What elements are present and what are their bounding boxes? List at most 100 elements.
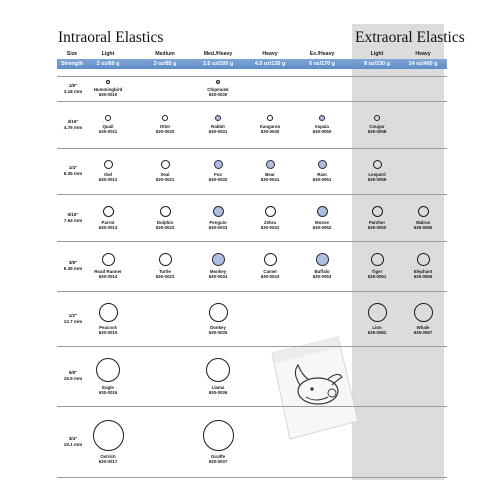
elastic-code: 630-0010 — [98, 92, 118, 97]
column-header-ext-heavy: Heavy — [415, 51, 431, 57]
elastic-name: Whale — [416, 324, 430, 330]
size-mm: 19.1 mm — [63, 441, 83, 447]
elastic-ring-icon — [206, 357, 230, 382]
size-inches: 1/2" — [68, 312, 78, 318]
size-mm: 15.9 mm — [63, 376, 83, 381]
elastic-ring-icon — [102, 205, 114, 217]
elastic-ring-icon — [372, 160, 382, 169]
strength-bar — [57, 59, 447, 69]
strength-light: 2 oz/60 g — [96, 61, 120, 67]
strength-heavy: 4.5 oz/130 g — [254, 61, 286, 67]
elastic-name: Owl — [103, 172, 113, 177]
row-divider — [57, 241, 447, 242]
elastic-code: 630-0050 — [312, 129, 332, 134]
elastic-ring-icon — [98, 302, 118, 322]
elastic-code: 630-0031 — [208, 129, 228, 134]
strength-med-heavy: 3.5 oz/100 g — [202, 61, 234, 67]
size-inches: 1/4" — [68, 165, 78, 170]
size-mm: 4.76 mm — [63, 124, 83, 130]
size-inches: 3/4" — [68, 435, 78, 441]
elastic-code: 630-0052 — [312, 224, 332, 230]
elastic-name: Quail — [102, 124, 114, 129]
elastic-ring-icon — [103, 160, 113, 169]
elastic-code: 630-0040 — [260, 129, 280, 134]
elastic-code: 630-0011 — [98, 129, 118, 134]
elastic-code: 635-0066 — [413, 274, 433, 279]
size-mm: 9.35 mm — [63, 266, 83, 271]
elastic-name: Donkey — [210, 324, 226, 330]
elastic-ring-icon — [267, 115, 273, 121]
elastic-ring-icon — [417, 205, 429, 217]
elastic-name: Dolphin — [156, 219, 174, 225]
size-label: 1/8"3.18 mm — [60, 83, 86, 95]
elastic-name: Chipmunk — [207, 87, 229, 92]
row-divider — [57, 148, 447, 149]
elastic-name: Peacock — [99, 324, 117, 330]
elastic-name: Ostrich — [100, 453, 116, 459]
elastic-code: 630-0034 — [208, 274, 228, 279]
elastic-name: Parrot — [101, 219, 115, 225]
size-inches: 3/16" — [67, 118, 79, 124]
elastic-name: Giraffe — [210, 453, 226, 459]
elastic-code: 630-0032 — [208, 177, 228, 182]
elastic-code: 630-0033 — [208, 224, 228, 230]
elastic-ring-icon — [211, 253, 225, 266]
strength-ext-heavy: 14 oz/400 g — [408, 61, 438, 67]
strength-medium: 3 oz/85 g — [153, 61, 177, 67]
elastic-ring-icon — [202, 419, 234, 451]
elastic-name: Hummingbird — [93, 87, 123, 92]
elastic-ring-icon — [162, 115, 168, 121]
elastic-ring-icon — [92, 419, 124, 451]
elastic-ring-icon — [315, 253, 329, 266]
strength-label: Strength — [61, 61, 84, 67]
elastic-code: 630-0015 — [98, 329, 118, 335]
elastic-code: 630-0020 — [155, 129, 175, 134]
elastic-name: Bear — [265, 172, 275, 177]
elastic-name: Zebra — [264, 219, 276, 225]
elastic-name: Eagle — [102, 384, 114, 390]
elastic-ring-icon — [416, 253, 430, 266]
size-inches: 5/16" — [67, 211, 79, 217]
elastic-code: 630-0036 — [208, 389, 228, 395]
elastic-ring-icon — [159, 205, 171, 217]
elastic-name: Cougar — [369, 124, 385, 129]
elastic-code: 635-0062 — [367, 329, 387, 335]
column-header-med-heavy: Med./Heavy — [203, 51, 233, 57]
elastic-ring-icon — [216, 80, 220, 84]
elastic-code: 630-0014 — [98, 274, 118, 279]
elastic-code: 630-0016 — [98, 389, 118, 395]
whale-package-icon — [271, 336, 359, 440]
size-label: 3/16"4.76 mm — [60, 119, 86, 131]
elastic-code: 630-0017 — [98, 458, 118, 464]
elastic-ring-icon — [374, 115, 380, 121]
elastic-code: 630-0035 — [208, 329, 228, 335]
size-mm: 12.7 mm — [63, 318, 83, 324]
size-mm: 7.94 mm — [63, 217, 83, 223]
size-label: 1/2"12.7 mm — [60, 313, 86, 325]
row-divider — [57, 406, 447, 407]
intraoral-title: Intraoral Elastics — [58, 29, 164, 46]
elastic-code: 630-0037 — [208, 458, 228, 464]
column-header-ext-light: Light — [370, 51, 384, 57]
